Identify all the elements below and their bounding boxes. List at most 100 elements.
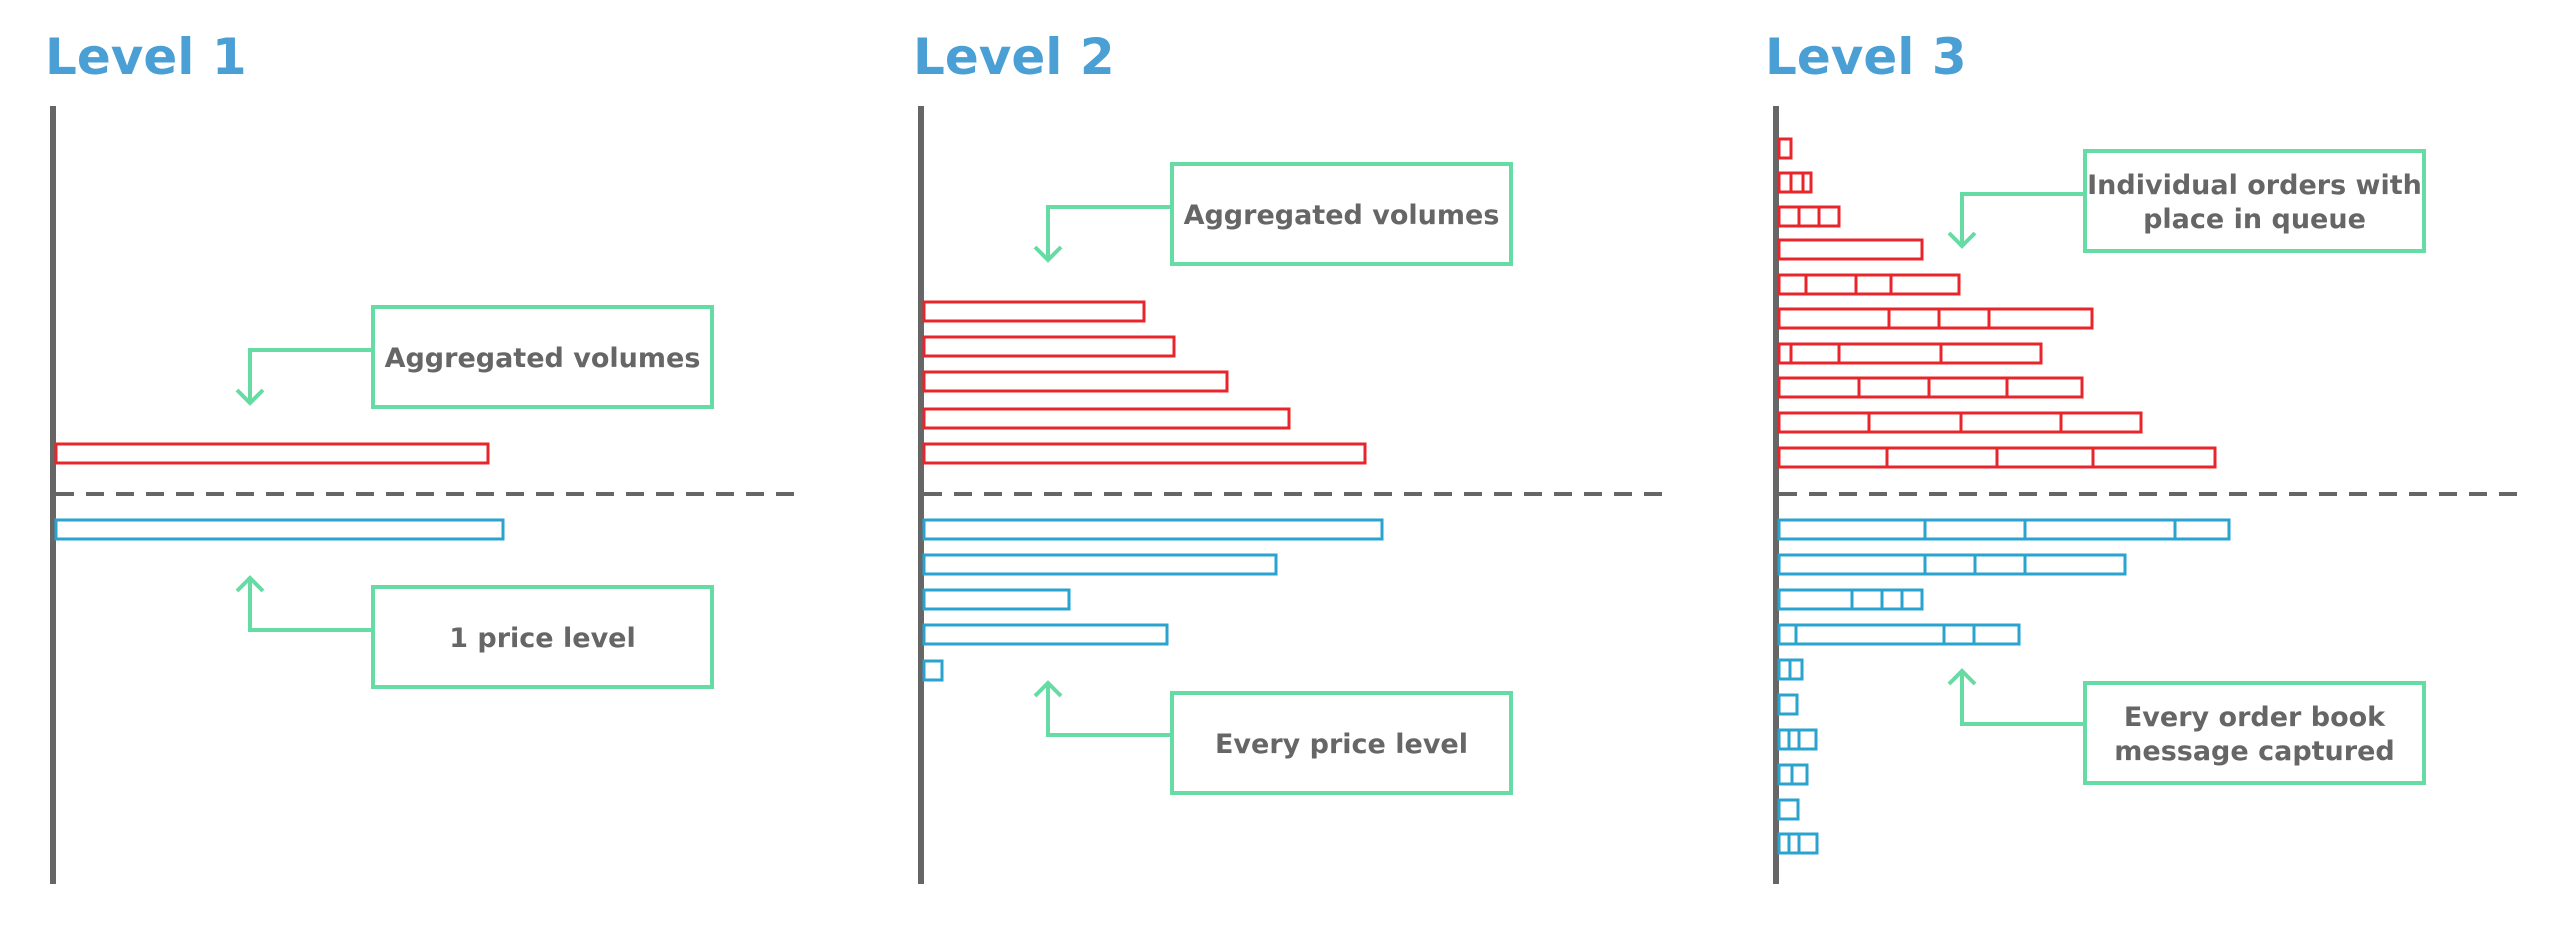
bid-row bbox=[1777, 693, 1799, 716]
callout-label: place in queue bbox=[2143, 204, 2366, 235]
arrow-up-icon bbox=[235, 575, 265, 593]
bid-order-segment bbox=[1790, 763, 1809, 786]
bid-order-segment bbox=[54, 518, 505, 541]
callout-connector bbox=[1960, 192, 2085, 246]
bid-row bbox=[922, 623, 1169, 646]
bid-order-segment bbox=[1942, 623, 1976, 646]
bid-order-segment bbox=[1797, 728, 1818, 751]
bid-order-segment bbox=[1777, 658, 1792, 681]
ask-row bbox=[1777, 307, 2094, 330]
bid-order-segment bbox=[1777, 553, 1927, 576]
bid-row bbox=[922, 588, 1071, 611]
ask-order-segment bbox=[1885, 446, 1999, 469]
ask-order-segment bbox=[1777, 273, 1808, 296]
ask-order-segment bbox=[1817, 205, 1841, 228]
panel-level-1: Level 1 Aggregated volumes 1 price level bbox=[45, 28, 805, 884]
ask-row bbox=[1777, 342, 2043, 365]
ask-order-segment bbox=[1867, 411, 1963, 434]
bid-row bbox=[1777, 623, 2021, 646]
bid-row bbox=[1777, 728, 1818, 751]
arrow-down-icon bbox=[1947, 231, 1977, 249]
panel-title: Level 3 bbox=[1765, 28, 1967, 86]
bid-order-segment bbox=[1788, 658, 1804, 681]
bid-order-segment bbox=[1794, 623, 1946, 646]
ask-order-segment bbox=[922, 335, 1176, 358]
bid-order-segment bbox=[1850, 588, 1884, 611]
ask-order-segment bbox=[1797, 205, 1821, 228]
ask-row bbox=[922, 370, 1229, 393]
bid-row bbox=[1777, 588, 1924, 611]
bid-order-segment bbox=[1900, 588, 1924, 611]
ask-order-segment bbox=[1857, 376, 1931, 399]
ask-order-segment bbox=[1789, 342, 1841, 365]
bid-order-segment bbox=[922, 588, 1071, 611]
bid-order-segment bbox=[1923, 518, 2027, 541]
bid-order-segment bbox=[1880, 588, 1904, 611]
bid-order-segment bbox=[1972, 623, 2021, 646]
callout-connector bbox=[248, 578, 373, 632]
ask-order-segment bbox=[1777, 171, 1793, 194]
bid-row bbox=[1777, 763, 1809, 786]
bid-order-segment bbox=[922, 659, 944, 682]
callout-box bbox=[2083, 681, 2426, 785]
ask-order-segment bbox=[1889, 273, 1961, 296]
bid-row bbox=[922, 659, 944, 682]
ask-row bbox=[1777, 171, 1813, 194]
callout-box bbox=[1170, 162, 1513, 266]
panel-title: Level 2 bbox=[913, 28, 1115, 86]
bid-order-segment bbox=[1973, 553, 2027, 576]
bid-order-segment bbox=[922, 553, 1278, 576]
ask-order-segment bbox=[1804, 273, 1858, 296]
bid-row bbox=[1777, 658, 1804, 681]
ask-order-segment bbox=[922, 407, 1291, 430]
callout-label: 1 price level bbox=[449, 623, 636, 654]
callout-connector bbox=[1046, 683, 1172, 737]
arrow-up-icon bbox=[1033, 680, 1063, 698]
bid-order-segment bbox=[1777, 623, 1798, 646]
callout: Aggregated volumes bbox=[235, 305, 714, 409]
callout: 1 price level bbox=[235, 575, 714, 689]
ask-order-segment bbox=[922, 370, 1229, 393]
bid-order-segment bbox=[922, 518, 1384, 541]
callout-box bbox=[1170, 691, 1513, 795]
bid-order-segment bbox=[1777, 763, 1794, 786]
bid-row bbox=[54, 518, 505, 541]
callout: Every price level bbox=[1033, 680, 1513, 795]
ask-row bbox=[54, 442, 490, 465]
callout-box bbox=[371, 305, 714, 409]
ask-order-segment bbox=[2005, 376, 2084, 399]
bid-row bbox=[1777, 518, 2231, 541]
callout: Aggregated volumes bbox=[1033, 162, 1513, 266]
bid-row bbox=[1777, 798, 1800, 821]
ask-order-segment bbox=[2059, 411, 2143, 434]
bid-row bbox=[1777, 832, 1819, 855]
ask-order-segment bbox=[1789, 171, 1805, 194]
ask-order-segment bbox=[1777, 342, 1793, 365]
panel-title: Level 1 bbox=[45, 28, 247, 86]
ask-order-segment bbox=[1987, 307, 2094, 330]
ask-row bbox=[922, 300, 1146, 323]
ask-row bbox=[1777, 446, 2217, 469]
ask-row bbox=[922, 407, 1291, 430]
callout-connector bbox=[1046, 205, 1172, 260]
ask-order-segment bbox=[1854, 273, 1893, 296]
ask-order-segment bbox=[2091, 446, 2217, 469]
callout-label: Individual orders with bbox=[2087, 170, 2422, 201]
ask-order-segment bbox=[1777, 137, 1793, 160]
arrow-down-icon bbox=[235, 388, 265, 406]
ask-row bbox=[1777, 273, 1961, 296]
callout-connector bbox=[248, 348, 373, 403]
ask-row bbox=[1777, 137, 1793, 160]
ask-order-segment bbox=[54, 442, 490, 465]
ask-order-segment bbox=[1927, 376, 2009, 399]
bid-order-segment bbox=[1777, 588, 1854, 611]
ask-order-segment bbox=[1777, 411, 1871, 434]
bid-order-segment bbox=[2023, 553, 2127, 576]
callout-box bbox=[2083, 149, 2426, 253]
callout-label: Every order book bbox=[2124, 702, 2386, 733]
bid-order-segment bbox=[1777, 518, 1927, 541]
ask-order-segment bbox=[1777, 446, 1889, 469]
